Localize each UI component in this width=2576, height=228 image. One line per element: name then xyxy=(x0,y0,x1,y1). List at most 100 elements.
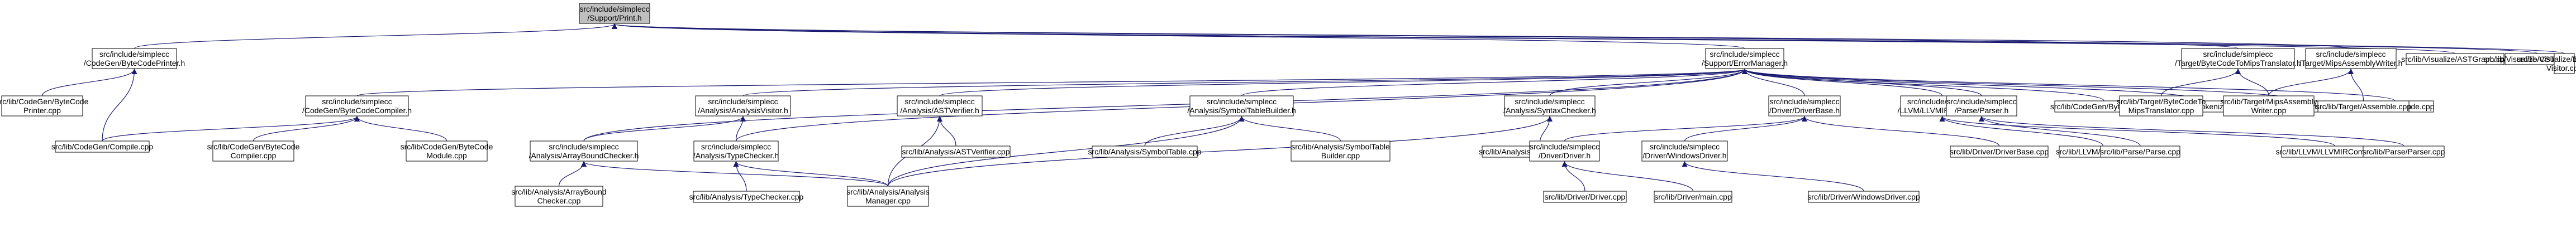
node-box[interactable] xyxy=(1189,95,1294,117)
node-label: Visitor.cpp xyxy=(2546,64,2576,72)
graph-node-symboltable_cpp[interactable]: src/lib/Analysis/SymbolTable.cpp xyxy=(1088,145,1202,158)
graph-node-driverbase_h[interactable]: src/include/simplecc/Driver/DriverBase.h xyxy=(1768,95,1841,117)
node-box[interactable] xyxy=(1092,145,1198,158)
node-box[interactable] xyxy=(1529,140,1600,162)
node-box[interactable] xyxy=(2305,48,2397,69)
node-box[interactable] xyxy=(847,186,929,207)
nodes-layer: src/include/simplecc/Support/Print.h src/… xyxy=(0,3,2576,207)
node-label: /Target/MipsAssemblyWriter.h xyxy=(2299,59,2403,67)
node-label: /Analysis/AnalysisVisitor.h xyxy=(698,106,788,115)
include-edge-assemble_cpp-to-mipsassemblywriter_h xyxy=(2348,69,2364,101)
edges-layer xyxy=(41,23,2565,192)
node-label: src/lib/Target/Assemble.cpp xyxy=(2316,102,2411,111)
graph-node-bytecodecompiler_h[interactable]: src/include/simplecc/CodeGen/ByteCodeCom… xyxy=(302,95,412,117)
graph-node-astverifier_h[interactable]: src/include/simplecc/Analysis/ASTVerifie… xyxy=(897,95,983,117)
graph-node-mipsassemblywriter_cpp[interactable]: src/lib/Target/MipsAssemblyWriter.cpp xyxy=(2220,95,2317,117)
include-edge-compile_cpp-to-bytecodeprinter_h xyxy=(102,69,137,142)
graph-node-print_h[interactable]: src/include/simplecc/Support/Print.h xyxy=(579,3,650,24)
node-label: Manager.cpp xyxy=(865,196,911,205)
node-box[interactable] xyxy=(1705,48,1784,69)
graph-node-analysisvisitor_h[interactable]: src/include/simplecc/Analysis/AnalysisVi… xyxy=(695,95,791,117)
node-box[interactable] xyxy=(693,191,800,203)
graph-node-descriptionvisitor_cpp[interactable]: src/lib/Visualize/DescriptionVisitor.cpp xyxy=(2517,53,2576,74)
graph-node-assemble_cpp[interactable]: src/lib/Target/Assemble.cpp xyxy=(2316,100,2411,113)
node-box[interactable] xyxy=(305,95,409,117)
node-box[interactable] xyxy=(406,140,488,162)
node-box[interactable] xyxy=(2554,53,2575,74)
include-edge-compile_cpp-to-bytecodecompiler_h xyxy=(102,116,360,142)
node-box[interactable] xyxy=(2100,145,2180,158)
node-box[interactable] xyxy=(530,140,638,162)
graph-node-driverbase_cpp[interactable]: src/lib/Driver/DriverBase.cpp xyxy=(1950,145,2049,158)
node-label: Checker.cpp xyxy=(537,196,581,205)
include-edge-windowsdriver_cpp-to-windowsdriver_h xyxy=(1682,161,1864,192)
node-box[interactable] xyxy=(2363,145,2445,158)
include-edge-analysismanager_cpp-to-symboltablebuilder_h xyxy=(887,116,1245,187)
graph-node-parse_cpp[interactable]: src/lib/Parse/Parse.cpp xyxy=(2100,145,2180,158)
node-box[interactable] xyxy=(1,95,83,117)
node-box[interactable] xyxy=(212,140,294,162)
node-label: src/lib/Target/MipsAssembly xyxy=(2220,97,2317,106)
node-box[interactable] xyxy=(2119,95,2203,117)
graph-node-parser_h[interactable]: src/include/simplecc/Parse/Parser.h xyxy=(1946,95,2017,117)
include-edge-bytecodemodule_cpp-to-bytecodecompiler_h xyxy=(354,116,447,142)
graph-node-symboltablebuilder_h[interactable]: src/include/simplecc/Analysis/SymbolTabl… xyxy=(1187,95,1296,117)
include-edge-driver_cpp-to-driver_h xyxy=(1561,161,1585,192)
node-box[interactable] xyxy=(1946,95,2017,117)
graph-node-windowsdriver_cpp[interactable]: src/lib/Driver/WindowsDriver.cpp xyxy=(1807,191,1920,203)
node-box[interactable] xyxy=(2223,95,2315,117)
graph-node-symboltablebuilder_cpp[interactable]: src/lib/Analysis/SymbolTableBuilder.cpp xyxy=(1291,140,1391,162)
node-label: src/include/simplecc xyxy=(1710,50,1779,59)
node-box[interactable] xyxy=(2317,100,2410,113)
graph-node-bytecodeprinter_h[interactable]: src/include/simplecc/CodeGen/ByteCodePri… xyxy=(84,48,185,69)
graph-node-bytecodecompiler_cpp[interactable]: src/lib/CodeGen/ByteCodeCompiler.cpp xyxy=(207,140,300,162)
node-box[interactable] xyxy=(2181,48,2295,69)
node-label: /Driver/Driver.h xyxy=(1539,151,1591,160)
node-box[interactable] xyxy=(579,3,650,24)
node-box[interactable] xyxy=(1504,95,1596,117)
graph-node-arrayboundchecker_h[interactable]: src/include/simplecc/Analysis/ArrayBound… xyxy=(529,140,639,162)
graph-node-driver_cpp[interactable]: src/lib/Driver/Driver.cpp xyxy=(1543,191,1627,203)
node-label: src/lib/Analysis/SymbolTable.cpp xyxy=(1088,147,1201,156)
graph-node-typechecker_h[interactable]: src/include/simplecc/Analysis/TypeChecke… xyxy=(693,140,779,162)
node-label: /Target/ByteCodeToMipsTranslator.h xyxy=(2175,59,2301,67)
graph-node-arrayboundchecker_cpp[interactable]: src/lib/Analysis/ArrayBoundChecker.cpp xyxy=(511,186,607,207)
graph-node-mipsassemblywriter_h[interactable]: src/include/simplecc/Target/MipsAssembly… xyxy=(2299,48,2403,69)
node-box[interactable] xyxy=(693,140,779,162)
include-edge-bytecode_cpp-to-errormanager_h xyxy=(1742,69,2104,101)
graph-node-bytecodetomips_cpp[interactable]: src/lib/Target/ByteCodeToMipsTranslator.… xyxy=(2117,95,2206,117)
node-box[interactable] xyxy=(1808,191,1920,203)
graph-node-drivermain_cpp[interactable]: src/lib/Driver/main.cpp xyxy=(1654,191,1732,203)
node-box[interactable] xyxy=(695,95,791,117)
node-box[interactable] xyxy=(2406,53,2504,65)
graph-node-cstgraph_cpp[interactable]: src/lib/Visualize/CSTGraph.cpp xyxy=(2483,53,2576,65)
graph-node-compile_cpp[interactable]: src/lib/CodeGen/Compile.cpp xyxy=(51,140,153,153)
node-label: src/lib/CodeGen/Compile.cpp xyxy=(51,142,153,151)
node-box[interactable] xyxy=(1641,140,1728,162)
node-label: src/lib/Analysis/ArrayBound xyxy=(511,187,606,196)
graph-node-bytecodeprinter_cpp[interactable]: src/lib/CodeGen/ByteCodePrinter.cpp xyxy=(0,95,89,117)
graph-node-windowsdriver_h[interactable]: src/include/simplecc/Driver/WindowsDrive… xyxy=(1641,140,1728,162)
graph-node-syntaxchecker_h[interactable]: src/include/simplecc/Analysis/SyntaxChec… xyxy=(1503,95,1596,117)
graph-node-astgraph_cpp[interactable]: src/lib/Visualize/ASTGraph.cpp xyxy=(2401,53,2509,65)
node-box[interactable] xyxy=(1654,191,1732,203)
include-edge-arrayboundchecker_h-to-analysisvisitor_h xyxy=(583,116,746,142)
node-box[interactable] xyxy=(1291,140,1391,162)
node-box[interactable] xyxy=(55,140,150,153)
node-box[interactable] xyxy=(901,145,1011,158)
graph-node-errormanager_h[interactable]: src/include/simplecc/Support/ErrorManage… xyxy=(1702,48,1788,69)
node-box[interactable] xyxy=(1950,145,2049,158)
graph-node-driver_h[interactable]: src/include/simplecc/Driver/Driver.h xyxy=(1529,140,1600,162)
include-edge-arrayboundchecker_cpp-to-arrayboundchecker_h xyxy=(558,161,587,187)
graph-node-astverifier_cpp[interactable]: src/lib/Analysis/ASTVerifier.cpp xyxy=(901,145,1011,158)
graph-node-typechecker_cpp[interactable]: src/lib/Analysis/TypeChecker.cpp xyxy=(689,191,804,203)
node-box[interactable] xyxy=(1543,191,1627,203)
node-box[interactable] xyxy=(515,186,603,207)
graph-node-parser_cpp[interactable]: src/lib/Parse/Parser.cpp xyxy=(2363,145,2445,158)
node-box[interactable] xyxy=(92,48,177,69)
graph-node-bytecodetomips_h[interactable]: src/include/simplecc/Target/ByteCodeToMi… xyxy=(2175,48,2301,69)
node-box[interactable] xyxy=(1768,95,1841,117)
node-box[interactable] xyxy=(897,95,983,117)
